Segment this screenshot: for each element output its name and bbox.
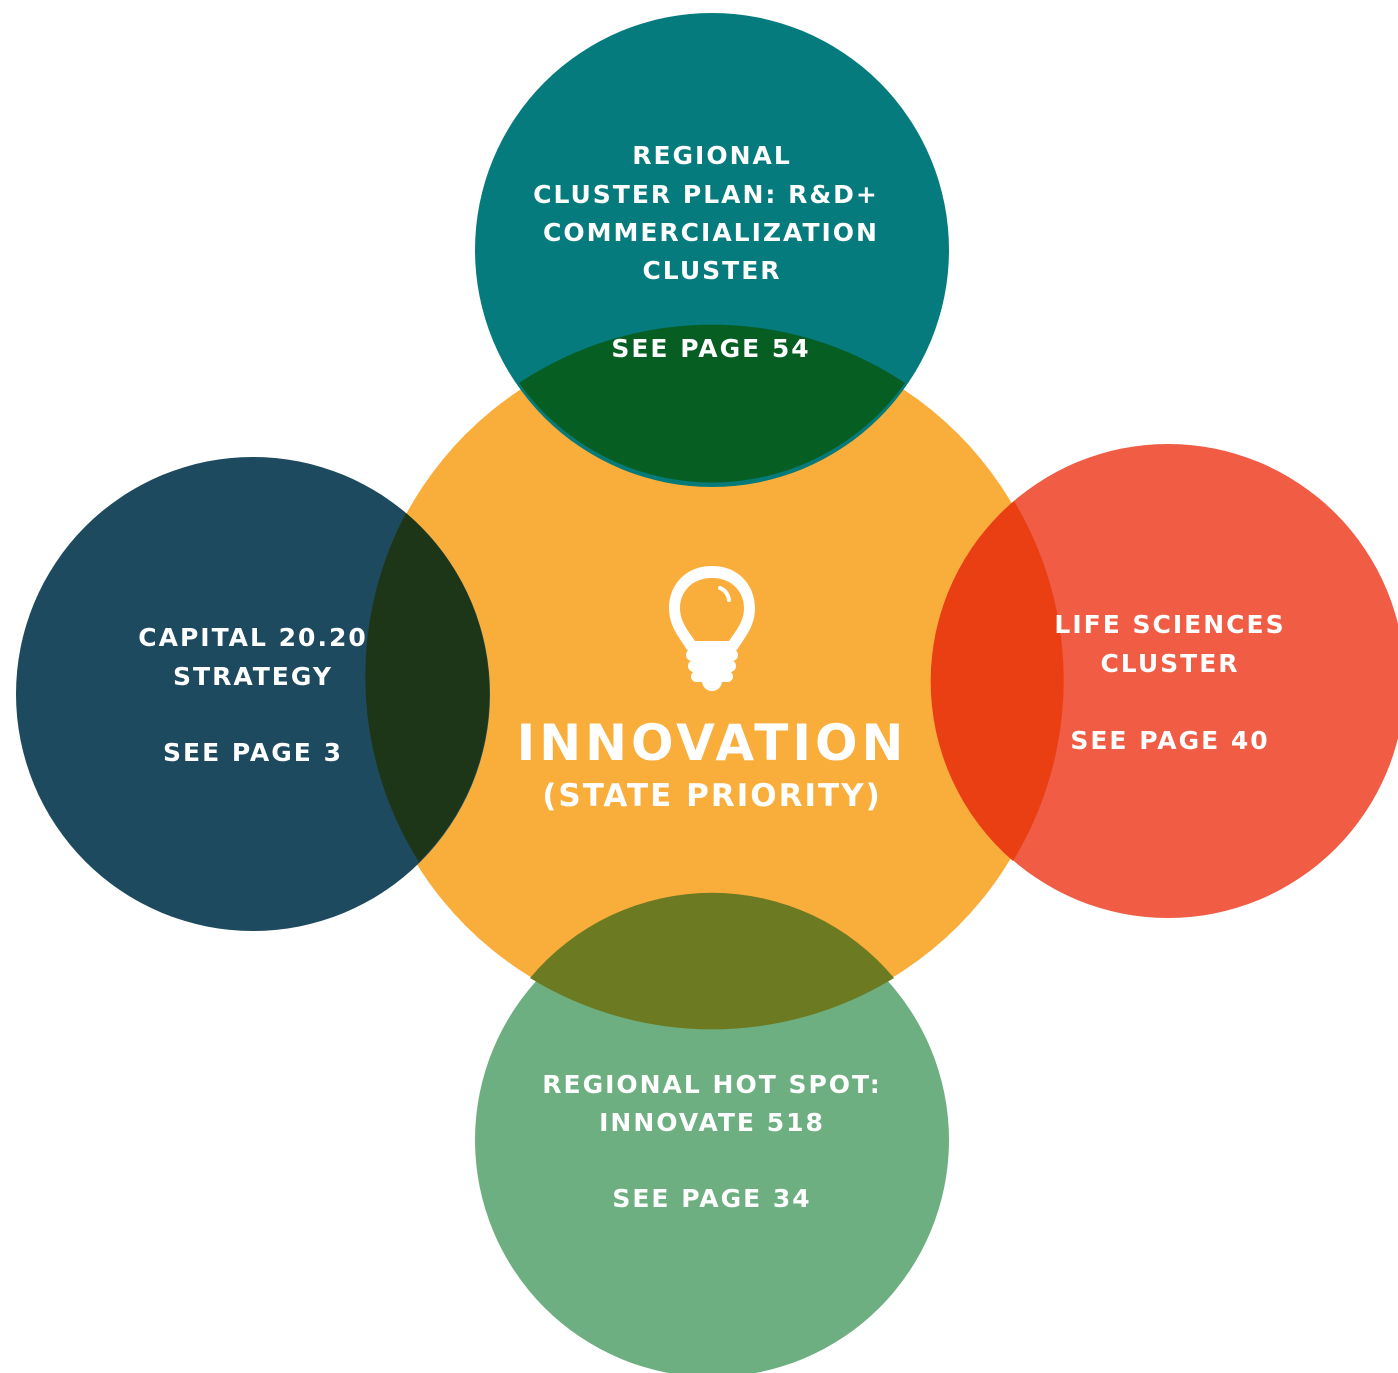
overlap-top bbox=[519, 324, 905, 483]
left-label-line-2: STRATEGY bbox=[173, 662, 333, 691]
center-title: INNOVATION bbox=[517, 714, 908, 772]
circle-life-sciences-cluster bbox=[931, 444, 1398, 918]
lightbulb-icon bbox=[669, 566, 755, 691]
center-subtitle: (STATE PRIORITY) bbox=[542, 778, 882, 814]
left-page-ref: SEE PAGE 3 bbox=[163, 738, 343, 767]
right-label-line-1: LIFE SCIENCES bbox=[1054, 610, 1285, 639]
top-label-line-2: CLUSTER PLAN: R&D+ bbox=[533, 180, 879, 209]
bottom-label-line-2: INNOVATE 518 bbox=[599, 1108, 825, 1137]
top-label-line-3: COMMERCIALIZATION bbox=[543, 218, 879, 247]
top-label-line-4: CLUSTER bbox=[642, 256, 781, 285]
top-label-line-1: REGIONAL bbox=[632, 141, 792, 170]
bottom-page-ref: SEE PAGE 34 bbox=[612, 1184, 811, 1213]
circle-capital-2020-strategy bbox=[16, 457, 490, 931]
overlap-bottom bbox=[530, 892, 894, 1030]
overlap-left bbox=[365, 513, 490, 862]
right-page-ref: SEE PAGE 40 bbox=[1070, 726, 1269, 755]
bottom-label-line-1: REGIONAL HOT SPOT: bbox=[542, 1070, 882, 1099]
circle-regional-hot-spot bbox=[475, 903, 949, 1373]
right-label-line-2: CLUSTER bbox=[1100, 649, 1239, 678]
left-label-line-1: CAPITAL 20.20 bbox=[138, 623, 368, 652]
overlap-right bbox=[930, 501, 1064, 861]
top-page-ref: SEE PAGE 54 bbox=[611, 334, 810, 363]
